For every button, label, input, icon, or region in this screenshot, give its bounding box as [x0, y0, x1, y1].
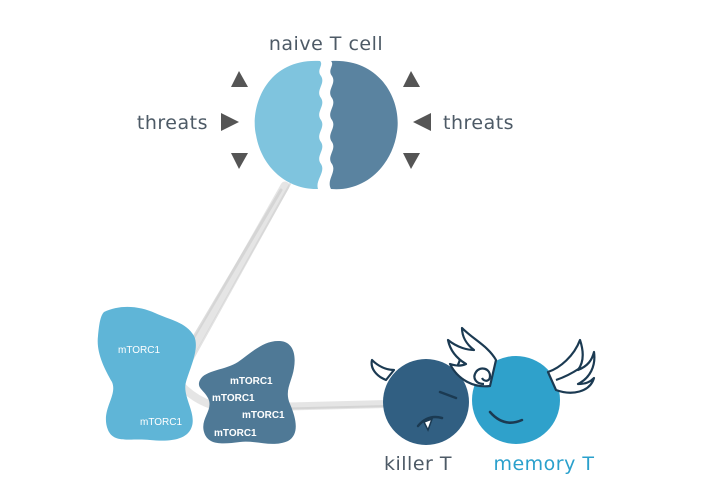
mtorc1-label: mTORC1 [212, 393, 255, 404]
killer-t-label: killer T [384, 453, 452, 475]
memory-t-cell [472, 338, 596, 444]
swirl-icon [473, 367, 492, 386]
mtorc1-label: mTORC1 [230, 376, 273, 387]
naive-cell-right-half [329, 60, 398, 190]
naive-t-cell [254, 60, 398, 190]
wing-icon [446, 326, 498, 388]
wing-icon [546, 338, 596, 394]
naive-cell-label: naive T cell [269, 33, 383, 55]
mtorc1-label: mTORC1 [118, 345, 160, 356]
mtorc1-blob-large [97, 306, 196, 441]
threats-label-right: threats [443, 112, 514, 134]
frown-icon [416, 415, 444, 428]
naive-cell-left-half [254, 60, 323, 190]
smile-icon [488, 410, 524, 424]
mtorc1-label: mTORC1 [214, 428, 257, 439]
mtorc1-label: mTORC1 [242, 410, 285, 421]
horn-icon [370, 358, 396, 382]
mtorc1-label: mTORC1 [140, 417, 182, 428]
threats-label-left: threats [137, 112, 208, 134]
triangle-icon [403, 71, 431, 169]
triangle-icon [221, 71, 248, 169]
memory-t-label: memory T [493, 453, 594, 475]
mtorc1-blob-small [198, 340, 296, 444]
